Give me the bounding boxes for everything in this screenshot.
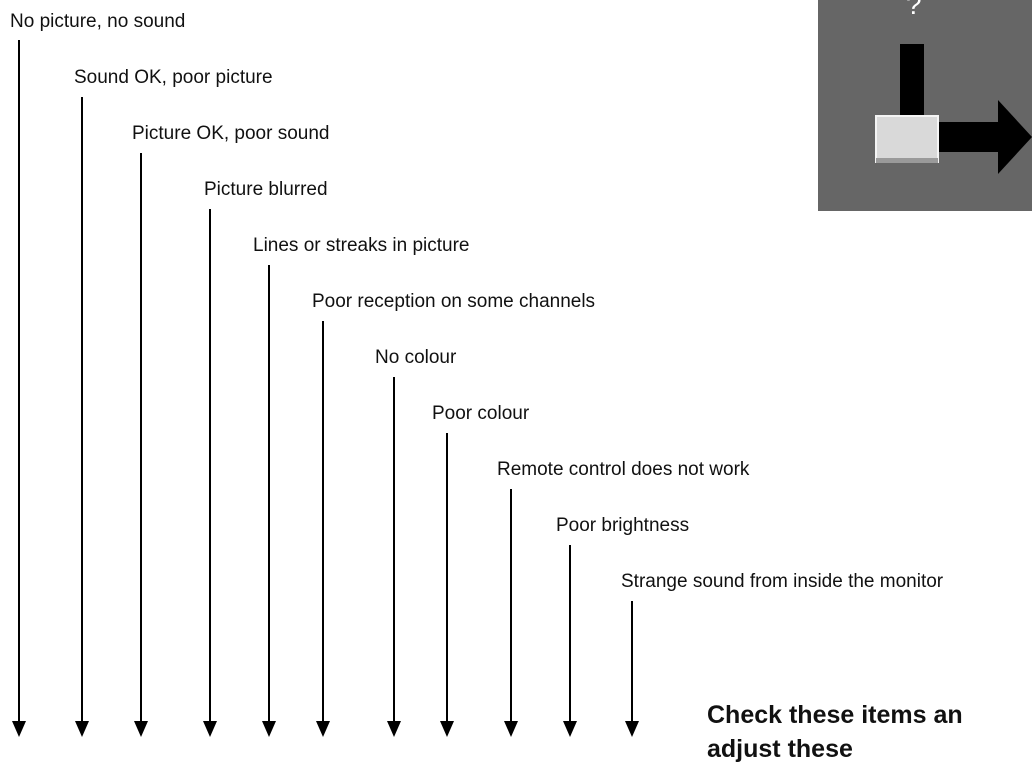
symptom-label-4: Lines or streaks in picture xyxy=(253,235,470,256)
symptom-label-9: Poor brightness xyxy=(556,515,690,536)
arrow-head-icon xyxy=(998,100,1032,174)
arrow-down-icon xyxy=(625,721,639,737)
arrow-down-icon xyxy=(504,721,518,737)
symptom-label-2: Picture OK, poor sound xyxy=(132,123,330,144)
arrow-down-icon xyxy=(12,721,26,737)
arrow-down-icon xyxy=(440,721,454,737)
button-block-icon xyxy=(875,115,939,163)
arrow-down-icon xyxy=(262,721,276,737)
symptom-label-0: No picture, no sound xyxy=(10,11,186,32)
arrow-down-icon xyxy=(387,721,401,737)
check-items-text: Check these items an adjust these xyxy=(707,698,963,766)
symptom-label-1: Sound OK, poor picture xyxy=(74,67,273,88)
arrow-shaft-icon xyxy=(934,122,1004,152)
check-items-line-2: adjust these xyxy=(707,735,853,763)
symptom-label-10: Strange sound from inside the monitor xyxy=(621,571,944,592)
check-items-line-1: Check these items an xyxy=(707,701,963,729)
arrow-layer xyxy=(12,40,639,737)
arrow-down-icon xyxy=(134,721,148,737)
troubleshooting-icon: ? xyxy=(875,0,1032,174)
question-mark-icon: ? xyxy=(906,0,922,20)
symptom-label-8: Remote control does not work xyxy=(497,459,750,480)
symptom-label-7: Poor colour xyxy=(432,403,530,424)
arrow-down-icon xyxy=(563,721,577,737)
arrow-down-icon xyxy=(316,721,330,737)
symptom-label-5: Poor reception on some channels xyxy=(312,291,596,312)
troubleshooting-icon-box: ? xyxy=(818,0,1032,211)
symptom-label-6: No colour xyxy=(375,347,457,368)
vertical-bar-icon xyxy=(900,44,924,118)
troubleshooting-diagram: ? No picture, no sound Sound OK, poor pi… xyxy=(10,0,1032,763)
arrow-down-icon xyxy=(203,721,217,737)
arrow-down-icon xyxy=(75,721,89,737)
symptom-label-3: Picture blurred xyxy=(204,179,328,200)
